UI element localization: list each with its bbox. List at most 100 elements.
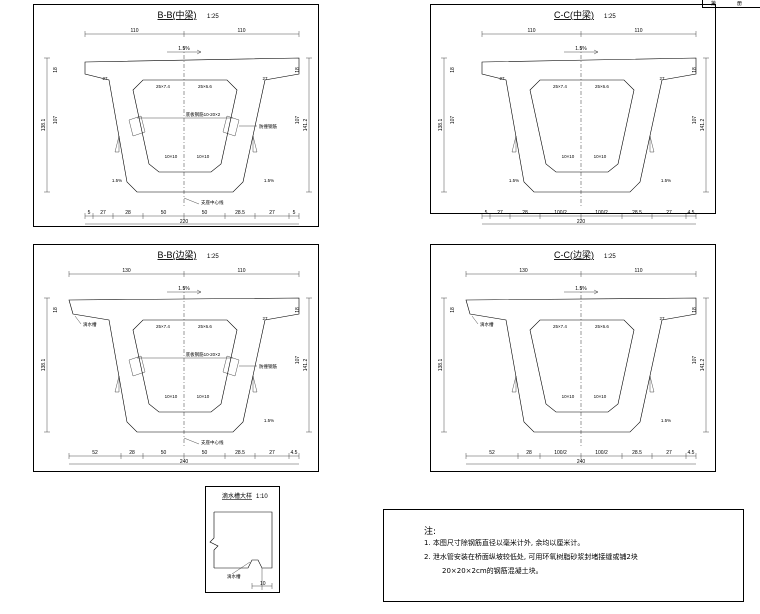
bottom-dim-1: 27 — [100, 210, 106, 216]
left-height-dim-line — [44, 297, 50, 433]
top-dim-line — [481, 31, 697, 37]
bearing-label: 支座中心线 — [201, 439, 224, 446]
right-height-dim: 141.2 — [700, 359, 706, 372]
right-height-dim-line — [306, 57, 312, 193]
bottom-dim-4: 28.5 — [235, 450, 245, 456]
left-height-dim: 138.1 — [41, 119, 47, 132]
top-slope-label: 1.5% — [178, 46, 190, 52]
section-scale: 1:25 — [604, 14, 616, 20]
right-small-dim: 107 — [692, 356, 698, 365]
bottom-dim-4: 100/2 — [595, 210, 608, 216]
top-dim-line — [465, 271, 697, 277]
haunch-right-label: 25×6.6 — [595, 324, 609, 329]
left-height-dim: 138.1 — [438, 119, 444, 132]
left-slope-marker — [114, 135, 120, 153]
bottom-dim-4: 50 — [202, 210, 208, 216]
bottom-dim-chain — [68, 453, 300, 459]
notes-heading: 注: — [424, 527, 437, 537]
left-top-vertical-dim: 27 — [102, 76, 108, 81]
bottom-dim-6: 27 — [269, 210, 275, 216]
section-title: B-B(中梁) — [158, 9, 197, 20]
bottom-dim-chain — [84, 213, 300, 219]
total-dim: 240 — [180, 459, 189, 465]
total-dim: 220 — [180, 219, 189, 225]
drip-groove-detail: 滴水槽大样 1:10 滴水槽 10 — [209, 492, 273, 590]
panel-frame-cc-mid — [430, 4, 716, 214]
bottom-dim-0: 52 — [92, 450, 98, 456]
web-stiffener-left — [128, 355, 146, 377]
stamp-right-label: 册 — [737, 1, 743, 7]
detail-dim: 10 — [260, 581, 266, 587]
section-title: C-C(边梁) — [554, 249, 594, 260]
bottom-dim-5: 27 — [269, 450, 275, 456]
top-dim-line — [84, 31, 300, 37]
right-slope-label: 1.5% — [661, 178, 671, 183]
bottom-dim-6: 4.5 — [291, 450, 298, 456]
right-small-dim: 18 — [692, 67, 698, 73]
top-dim-right: 110 — [238, 268, 246, 274]
left-height-dim: 138.1 — [41, 359, 47, 372]
bottom-dim-6: 4.5 — [688, 450, 695, 456]
top-slope-label: 1.5% — [575, 286, 587, 292]
bottom-dim-2: 100/2 — [554, 450, 567, 456]
haunch-left-label: 25×7.4 — [553, 84, 567, 89]
right-small-dim: 18 — [295, 67, 301, 73]
side-rebar-label: 防撞钢筋 — [259, 123, 277, 130]
bottom-right-label: 10×10 — [594, 394, 607, 399]
bearing-label: 支座中心线 — [201, 199, 224, 206]
detail-break-line — [209, 512, 219, 568]
left-top-vertical-dim: 27 — [499, 76, 505, 81]
panel-frame-bb-edge — [33, 244, 319, 472]
bottom-dim-3: 50 — [202, 450, 208, 456]
drip-groove-leader — [74, 315, 82, 325]
left-small-dim: 18 — [53, 307, 59, 313]
right-top-vertical-dim: 27 — [262, 316, 268, 321]
notes-line-1: 1. 本图尺寸除钢筋直径以毫米计外, 余均以厘米计。 — [424, 539, 585, 547]
section-title: C-C(中梁) — [554, 9, 594, 20]
outer-outline — [84, 57, 300, 193]
bottom-right-label: 10×10 — [197, 154, 210, 159]
bottom-right-label: 10×10 — [594, 154, 607, 159]
bottom-dim-4: 28.5 — [632, 450, 642, 456]
outer-outline — [68, 297, 300, 433]
bottom-dim-3: 100/2 — [554, 210, 567, 216]
right-small-dim: 107 — [295, 356, 301, 365]
right-slope-marker — [252, 375, 258, 393]
top-dim-left: 130 — [519, 268, 528, 274]
bottom-dim-2: 28 — [522, 210, 528, 216]
right-slope-label: 1.5% — [661, 418, 671, 423]
bottom-left-label: 10×10 — [562, 154, 575, 159]
drip-groove-leader — [471, 315, 479, 325]
bottom-dim-1: 28 — [526, 450, 532, 456]
bottom-dim-1: 27 — [497, 210, 503, 216]
haunch-right-label: 25×6.6 — [198, 324, 212, 329]
total-dim: 220 — [577, 219, 586, 225]
right-small-dim: 18 — [295, 307, 301, 313]
detail-dim-line — [251, 568, 273, 590]
notes-line-3: 20×20×2cm的钢筋混凝土块。 — [442, 567, 543, 575]
inner-cell-outline — [132, 319, 238, 413]
left-slope-marker — [114, 375, 120, 393]
top-dim-line — [68, 271, 300, 277]
bottom-dim-2: 50 — [161, 450, 167, 456]
inner-cell-outline — [529, 79, 635, 173]
bottom-dim-5: 28.5 — [632, 210, 642, 216]
top-dim-right: 110 — [635, 28, 643, 34]
bottom-rebar-label: 底板钢筋10-20×2 — [186, 111, 221, 118]
bottom-left-label: 10×10 — [165, 154, 178, 159]
right-height-dim-line — [703, 57, 709, 193]
bottom-dim-1: 28 — [129, 450, 135, 456]
top-dim-left: 110 — [131, 28, 139, 34]
drip-groove-label: 滴水槽 — [83, 321, 97, 328]
section-scale: 1:25 — [604, 254, 616, 260]
detail-frame — [205, 486, 280, 593]
outer-outline — [465, 297, 697, 433]
left-small-dim: 18 — [450, 307, 456, 313]
bottom-dim-7: 4.5 — [688, 210, 695, 216]
top-dim-left: 130 — [122, 268, 131, 274]
